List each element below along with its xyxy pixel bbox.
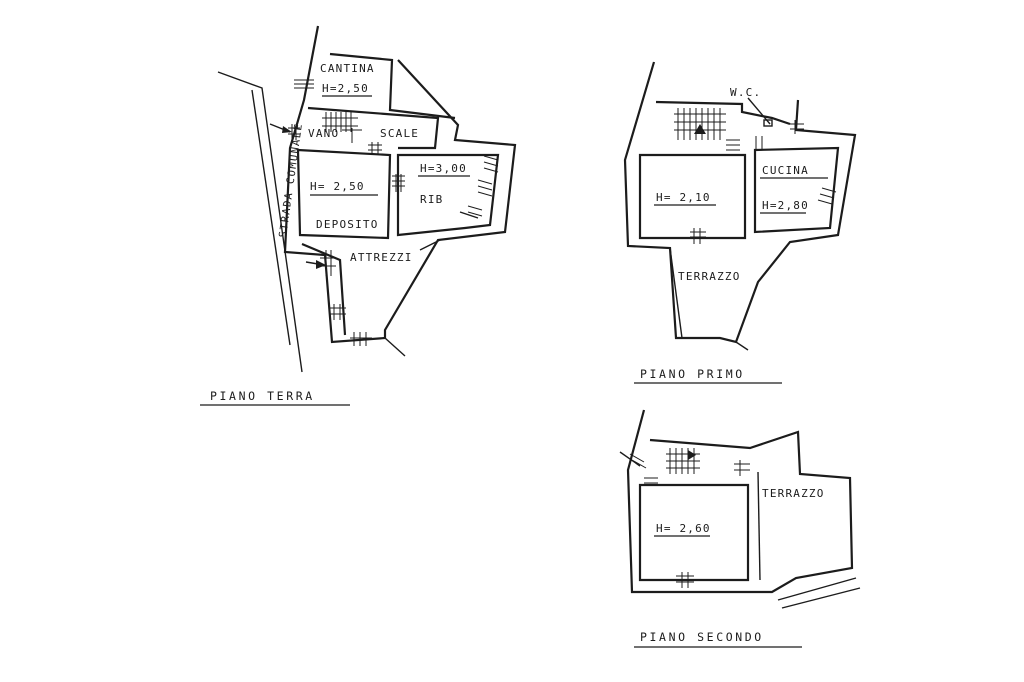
room-deposito-label: DEPOSITO (316, 218, 379, 231)
room-cucina-label: CUCINA (762, 164, 809, 177)
piano-secondo-title: PIANO SECONDO (640, 630, 764, 644)
first-floor-outside-line (735, 341, 749, 351)
room-wc-label: W.C. (730, 86, 761, 99)
second-floor-openings (619, 451, 750, 588)
first-floor-terrace-edge (669, 247, 683, 339)
road-label: STRADA COMUNALE (277, 122, 305, 238)
piano-terra-title: PIANO TERRA (210, 389, 315, 403)
ground-floor-corner-line (419, 239, 441, 251)
second-floor-terrace-outer (777, 577, 857, 601)
first-floor-wall-2 (655, 100, 791, 126)
piano-terra-plan: STRADA COMUNALE (200, 25, 517, 406)
piano-primo-plan: W.C. CUCINA H= 2,10 H=2,80 TERRAZZO PIAN… (623, 61, 857, 384)
piano-primo-title: PIANO PRIMO (640, 367, 745, 381)
first-floor-cucina-room (753, 146, 840, 234)
room-cucina-height: H=2,80 (762, 199, 809, 212)
ground-floor-attrezzi-wall (301, 242, 347, 336)
room-terrazzo-label: TERRAZZO (678, 270, 741, 283)
ground-floor-stairs (322, 112, 362, 143)
ground-floor-exit-line (384, 337, 406, 357)
room-terrazzo-2-label: TERRAZZO (762, 487, 825, 500)
first-floor-main-room (638, 153, 747, 240)
room-scale-label: SCALE (380, 127, 419, 140)
room-main-2-height: H= 2,60 (656, 522, 711, 535)
ground-floor-rib-wall (396, 153, 500, 237)
room-rib-label: RIB (420, 193, 443, 206)
room-main-height: H= 2,10 (656, 191, 711, 204)
piano-secondo-plan: TERRAZZO H= 2,60 PIANO SECONDO (619, 409, 861, 648)
second-floor-stairs (666, 448, 700, 474)
first-floor-stairs (674, 108, 726, 140)
room-attrezzi-label: ATTREZZI (350, 251, 413, 264)
ground-floor-openings (269, 79, 499, 346)
street-line-outer (217, 71, 303, 373)
street-line-inner (251, 89, 291, 346)
ground-floor-deposito-wall (296, 148, 392, 240)
room-cantina-label: CANTINA (320, 62, 375, 75)
room-rib-height: H=3,00 (420, 162, 467, 175)
second-floor-terrace-outer-2 (781, 587, 861, 609)
room-deposito-height: H= 2,50 (310, 180, 365, 193)
second-floor-main-room (638, 483, 750, 582)
second-floor-outer-wall (626, 409, 854, 594)
ground-floor-wall-3 (307, 106, 440, 150)
first-floor-openings (690, 97, 837, 244)
room-cantina-height: H=2,50 (322, 82, 369, 95)
room-vano-label: VANO (308, 127, 339, 140)
second-floor-terrace-divider (757, 471, 761, 581)
ground-floor-outer-wall (283, 25, 517, 344)
ground-floor-wall-2 (329, 52, 456, 120)
